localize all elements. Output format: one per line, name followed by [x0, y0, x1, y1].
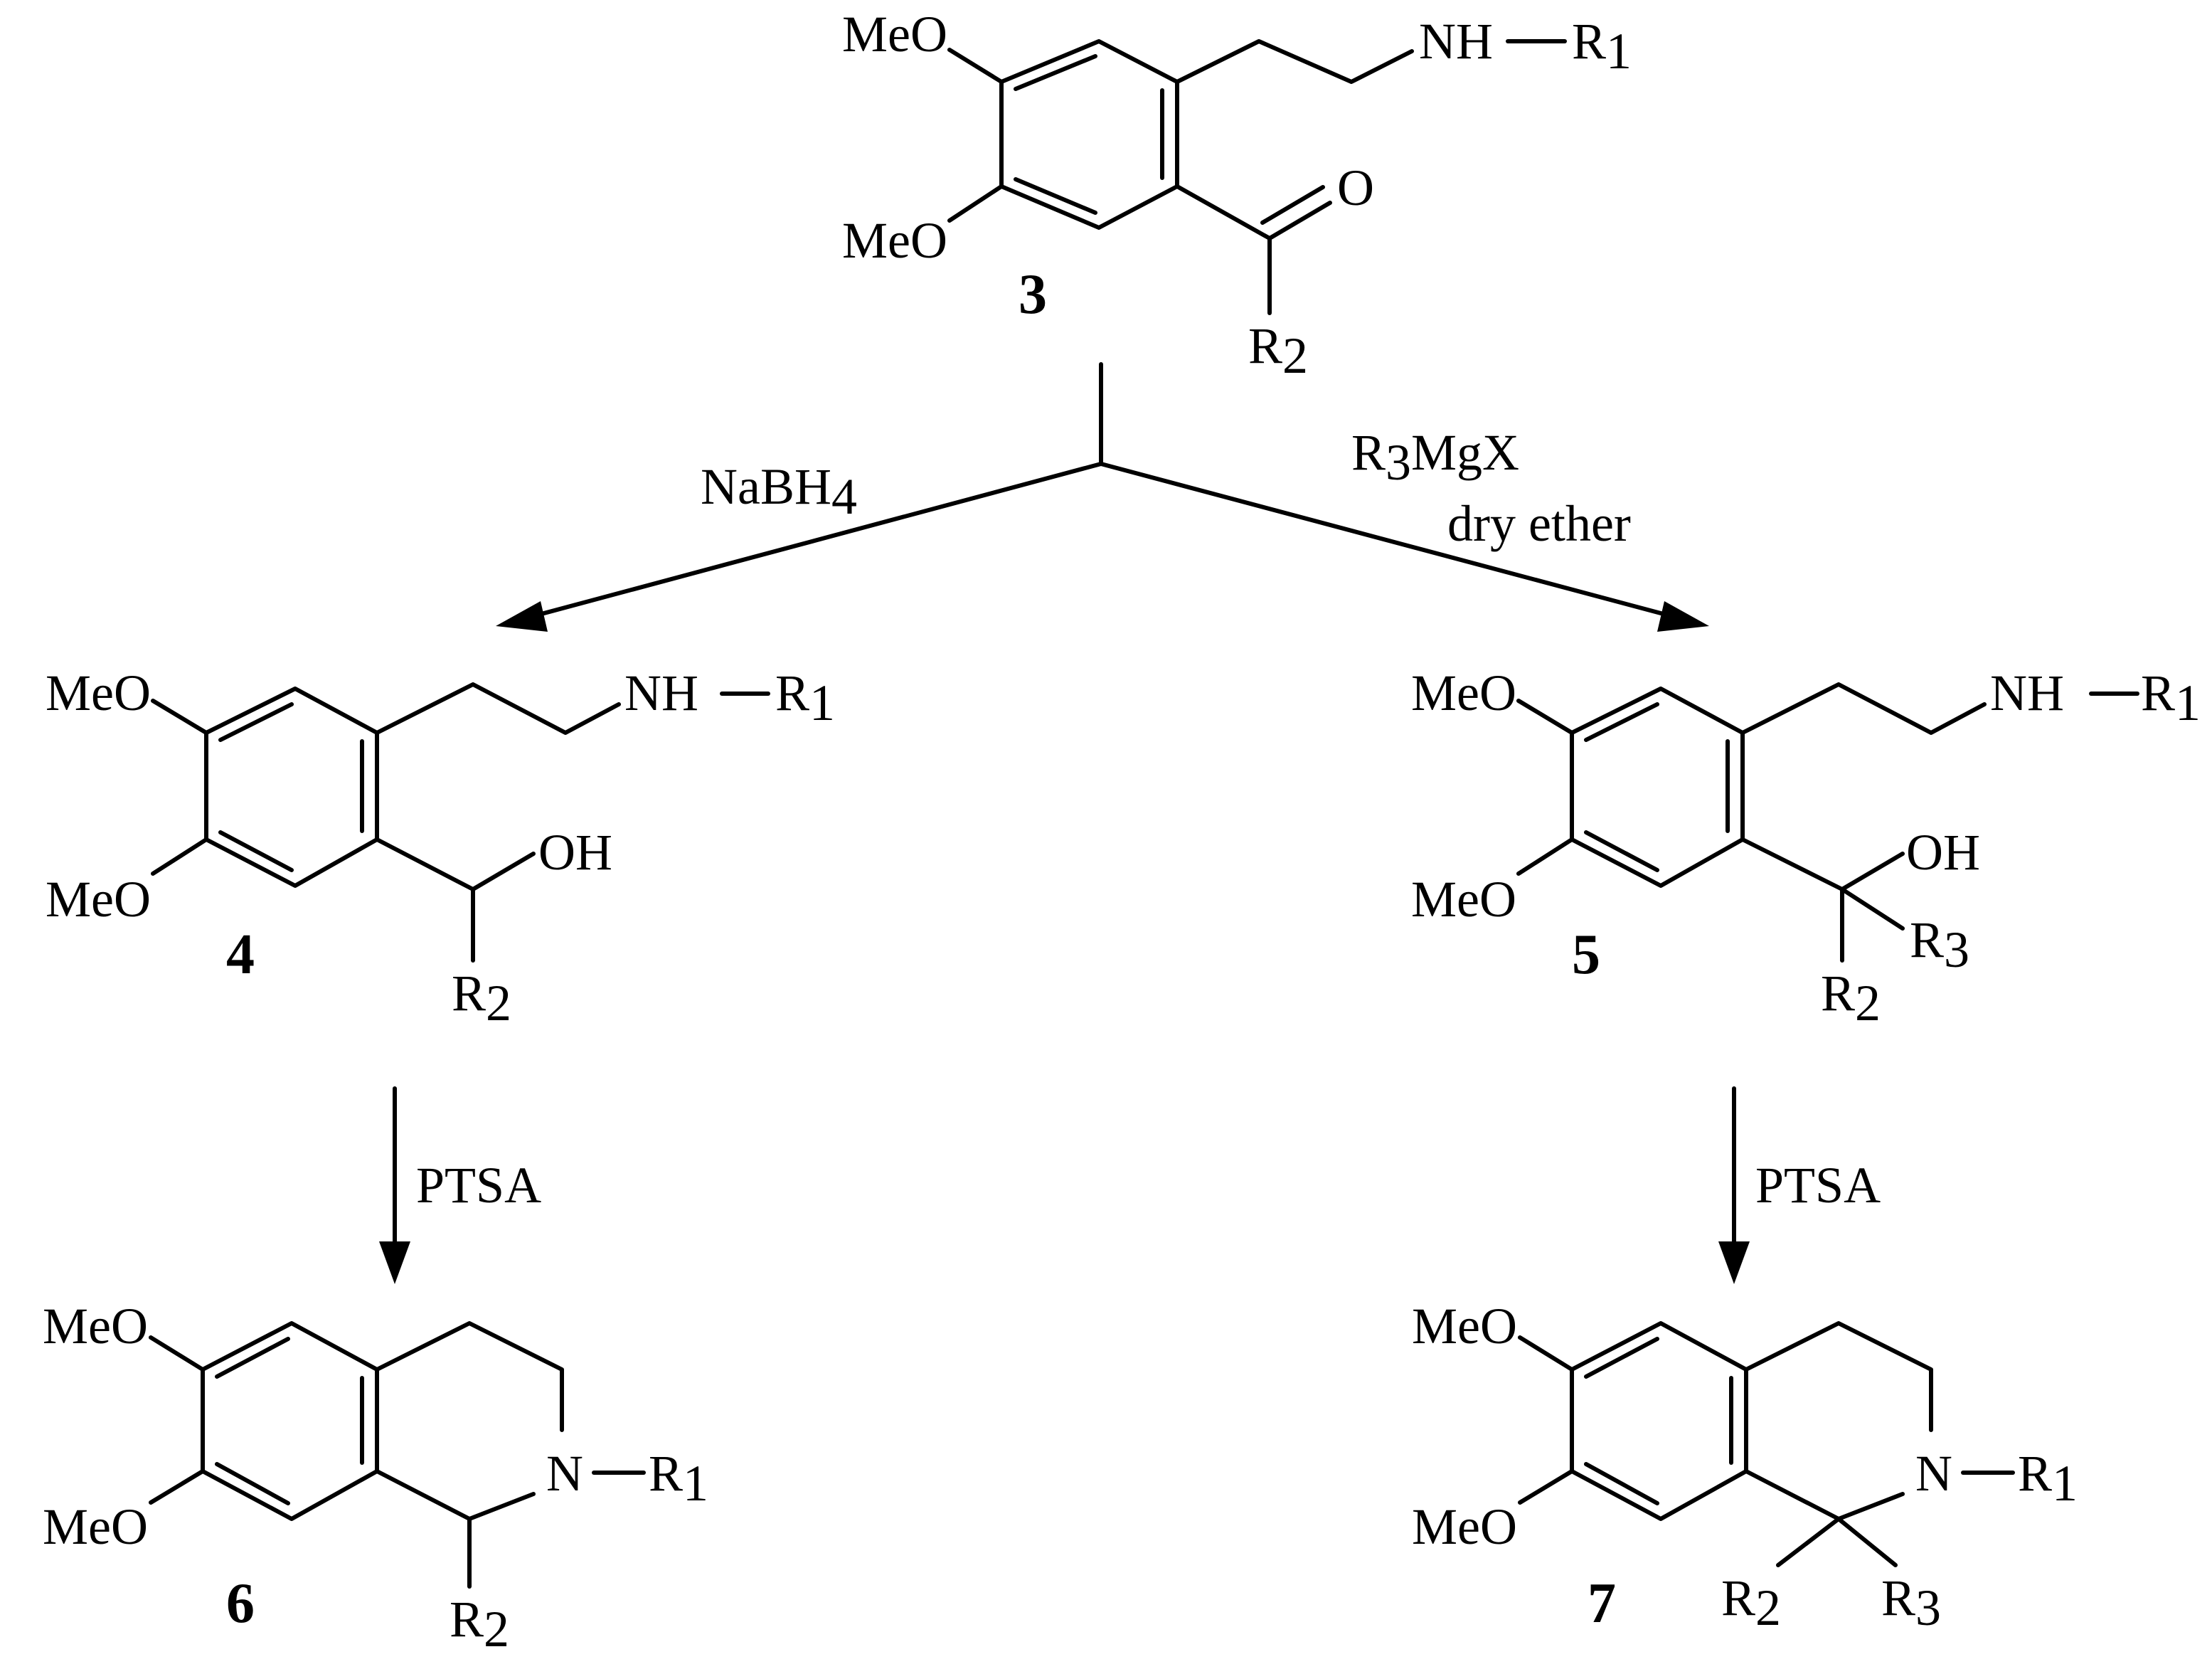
compound-7-meo-bottom: MeO: [1412, 1498, 1517, 1555]
compound-6-meo-bond: [149, 1335, 205, 1372]
compound-6-meo-bottom: MeO: [43, 1498, 148, 1555]
compound-3-aromatic-bond: [1014, 54, 1097, 91]
compound-4-label: 4: [226, 923, 255, 986]
compound-4-meo-bottom: MeO: [46, 871, 151, 928]
arrow-to-5-head: [1657, 601, 1709, 632]
compound-7-meo-bond: [1518, 1469, 1574, 1505]
compound-4-oh: OH: [538, 824, 612, 881]
branch-arrows: [496, 362, 1709, 632]
compound-5-c-oh-bond: [1840, 852, 1905, 891]
compound-5-carbinol-bond: [1740, 837, 1844, 891]
compound-6-r1: R1: [649, 1445, 708, 1512]
compound-5-r3: R3: [1910, 911, 1969, 978]
reagent-ptsa-left: PTSA: [416, 1157, 541, 1214]
compound-3-meo-top: MeO: [842, 6, 947, 63]
compound-5-ring: [1570, 687, 1745, 888]
compound-5-label: 5: [1572, 923, 1600, 986]
compound-7-meo-top: MeO: [1412, 1298, 1517, 1355]
compound-6-meo-bond: [149, 1469, 205, 1505]
arrow-to-4-shaft: [531, 462, 1103, 618]
compound-7-n: N: [1915, 1445, 1952, 1502]
compound-4-meo-bond: [151, 837, 208, 876]
compound-4-meo-bond: [151, 699, 208, 735]
compound-7-piperidine-ring: [1744, 1321, 1933, 1432]
compound-4-aromatic-bond: [218, 830, 294, 872]
compound-7-r3: R3: [1881, 1569, 1941, 1636]
arrow-to-7-head: [1718, 1241, 1750, 1284]
compound-6-label: 6: [226, 1572, 255, 1635]
compound-3-meo-bond: [947, 184, 1004, 223]
compound-4-ring: [204, 687, 379, 888]
compound-3-nh: NH: [1419, 13, 1493, 70]
compound-6-piperidine-ring: [375, 1321, 564, 1432]
compound-6-r2: R2: [450, 1591, 509, 1658]
compound-3-oxygen: O: [1337, 159, 1374, 216]
reagent-dry-ether: dry ether: [1447, 495, 1631, 552]
compound-3-r1: R1: [1572, 13, 1632, 80]
compound-5-meo-bond: [1516, 699, 1574, 735]
compound-3-ethylamine-chain: [1175, 39, 1414, 84]
compound-4-r2: R2: [452, 965, 511, 1032]
compound-5-ethylamine-chain: [1740, 682, 1987, 735]
arrow-to-4-head: [496, 601, 548, 632]
compound-4-nh: NH: [624, 664, 698, 721]
compound-4-carbinol-bond: [375, 837, 475, 891]
compound-5-aromatic-bond: [1584, 702, 1659, 742]
compound-7-label: 7: [1588, 1572, 1616, 1635]
compound-6-ring-bond: [375, 1469, 472, 1521]
compound-4-aromatic-bond: [218, 702, 294, 742]
compound-4-meo-top: MeO: [46, 664, 151, 721]
compound-5: MeO MeO NH R1 OH R3 R2 5: [1411, 664, 2201, 1032]
compound-6-n: N: [546, 1445, 583, 1502]
compound-7: MeO MeO N R1 R2 R3 7: [1412, 1298, 2078, 1636]
compound-5-oh: OH: [1906, 824, 1980, 881]
compound-3-ring: [999, 39, 1179, 230]
compound-3-aromatic-bond: [1014, 177, 1097, 215]
compound-7-meo-bond: [1518, 1335, 1574, 1372]
ptsa-arrows: [379, 1086, 1750, 1284]
compound-6-aromatic-bond: [215, 1462, 290, 1505]
compound-7-c-r3-bond: [1836, 1517, 1898, 1567]
compound-7-benzene-ring: [1570, 1321, 1748, 1521]
compound-7-r2: R2: [1721, 1569, 1781, 1636]
compound-6-aromatic-bond: [215, 1337, 290, 1379]
compound-3-label: 3: [1019, 263, 1047, 326]
compound-4-c-oh-bond: [471, 852, 536, 891]
compound-3: MeO MeO NH R1 O R2 3: [842, 6, 1632, 384]
compound-5-aromatic-bond: [1584, 830, 1659, 872]
compound-5-r2: R2: [1821, 965, 1881, 1032]
compound-6-ring-bond: [467, 1492, 536, 1521]
compound-7-c-r2-bond: [1776, 1517, 1841, 1567]
compound-7-aromatic-bond: [1584, 1337, 1659, 1379]
compound-7-aromatic-bond: [1584, 1462, 1659, 1505]
compound-6-benzene-ring: [201, 1321, 379, 1521]
compound-5-r1: R1: [2141, 664, 2201, 731]
compound-5-meo-bottom: MeO: [1411, 871, 1516, 928]
compound-3-co-double-bond: [1260, 185, 1325, 225]
compound-3-carbonyl-bond: [1175, 184, 1272, 240]
arrow-to-5-shaft: [1099, 462, 1674, 618]
compound-3-co-double-bond: [1267, 201, 1332, 240]
compound-7-r1: R1: [2018, 1445, 2078, 1512]
compound-3-meo-bond: [947, 48, 1004, 84]
compound-4: MeO MeO NH R1 OH R2 4: [46, 664, 835, 1032]
reagent-nabh4: NaBH4: [701, 458, 857, 525]
reagent-ptsa-right: PTSA: [1755, 1157, 1881, 1214]
compound-6-meo-top: MeO: [43, 1298, 148, 1355]
compound-6: MeO MeO N R1 R2 6: [43, 1298, 708, 1658]
compound-4-r1: R1: [775, 664, 835, 731]
compound-7-ring-bond: [1836, 1492, 1905, 1521]
compound-5-c-r3-bond: [1840, 887, 1905, 931]
compound-5-meo-bond: [1516, 837, 1574, 876]
compound-3-r2: R2: [1248, 317, 1308, 384]
compound-3-meo-bottom: MeO: [842, 212, 947, 269]
compound-5-meo-top: MeO: [1411, 664, 1516, 721]
reagent-grignard: R3MgX: [1351, 424, 1519, 491]
compound-7-ring-bond: [1744, 1469, 1841, 1521]
compound-4-ethylamine-chain: [375, 682, 621, 735]
arrow-to-6-head: [379, 1241, 410, 1284]
compound-5-nh: NH: [1990, 664, 2064, 721]
